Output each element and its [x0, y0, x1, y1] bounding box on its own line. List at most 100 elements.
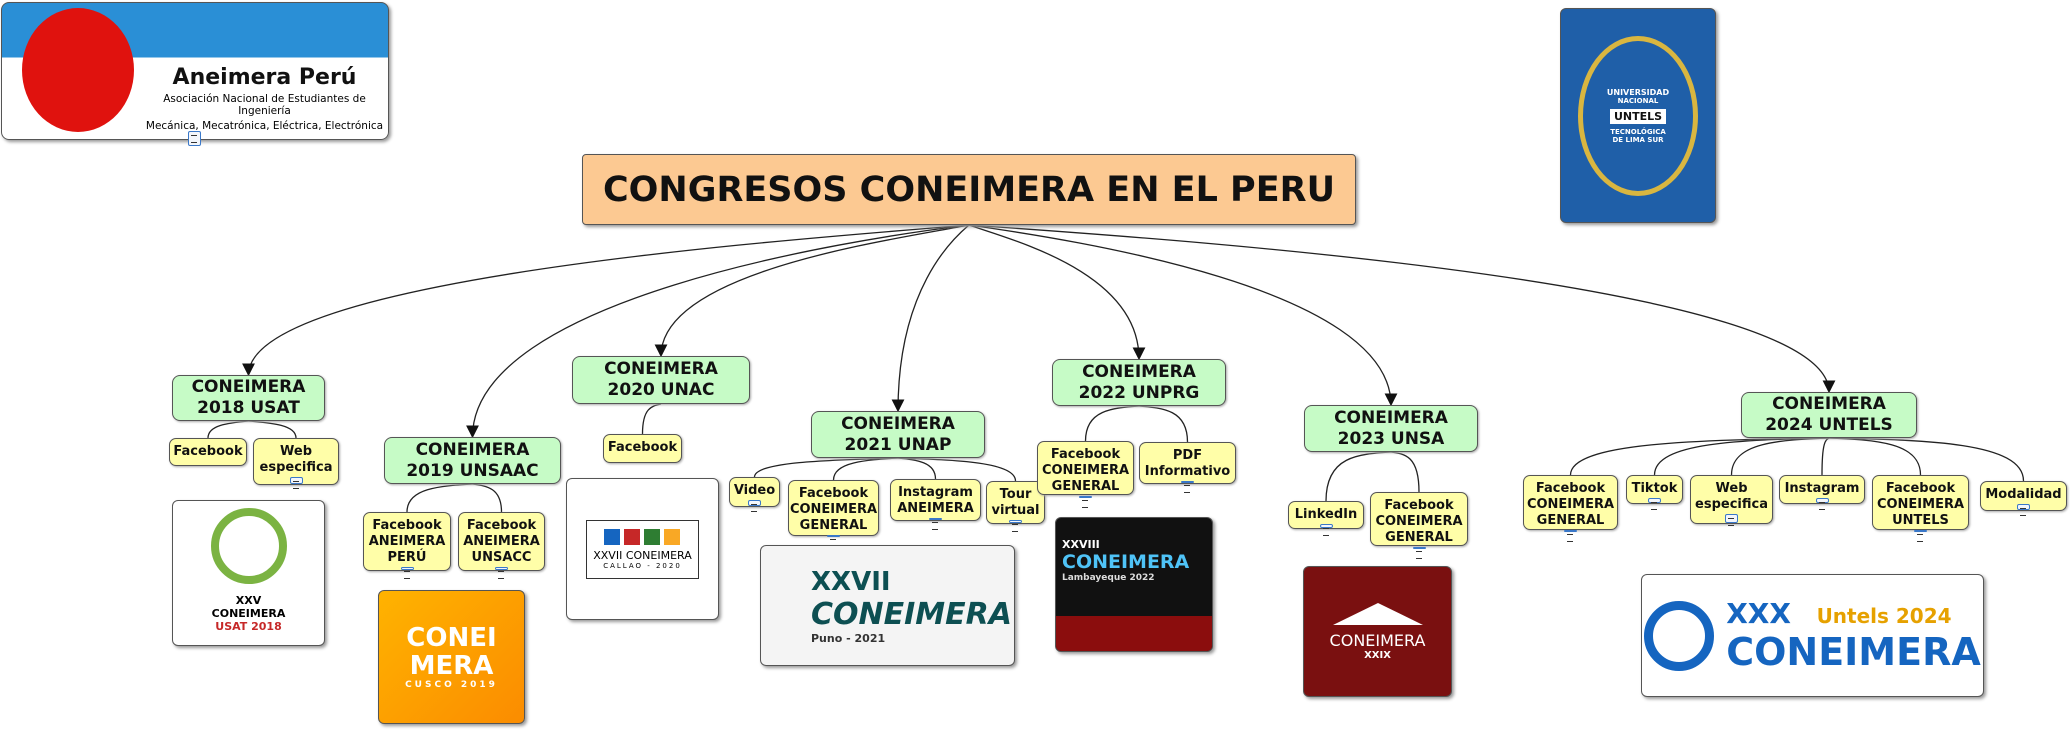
leaf-facebook[interactable]: Facebook: [603, 434, 682, 463]
leaf-facebook-coneimera-general[interactable]: Facebook CONEIMERA GENERAL: [788, 480, 879, 547]
crest-center: UNTELS: [1609, 108, 1667, 124]
image-2024-logo: XXX Untels 2024 CONEIMERA: [1641, 574, 1984, 697]
connector-line: [968, 224, 1836, 394]
leaf-facebook-coneimera-general[interactable]: Facebook CONEIMERA GENERAL: [1523, 475, 1618, 542]
connector-line: [1821, 437, 1830, 476]
image-text: XXIX: [1364, 649, 1391, 661]
connector-line: [654, 224, 970, 358]
connector-line: [1828, 437, 2025, 482]
note-icon[interactable]: [495, 567, 508, 579]
image-text: Untels 2024: [1816, 604, 1952, 628]
image-text: Puno - 2021: [811, 631, 886, 645]
leaf-facebook-aneimera-unsacc[interactable]: Facebook ANEIMERA UNSACC: [458, 512, 545, 579]
note-icon[interactable]: [1412, 547, 1426, 559]
image-text: CALLAO - 2020: [603, 561, 682, 570]
image-text: XXVII: [811, 566, 891, 597]
leaf-label: Facebook CONEIMERA GENERAL: [1375, 498, 1463, 545]
connector-line: [1084, 405, 1140, 442]
leaf-video[interactable]: Video: [729, 477, 780, 512]
leaf-label: Facebook CONEIMERA GENERAL: [1526, 481, 1615, 528]
image-text: CUSCO 2019: [405, 680, 498, 690]
note-icon[interactable]: [929, 518, 942, 530]
image-2023-logo: CONEIMERA XXIX: [1303, 566, 1452, 697]
connector-line: [242, 224, 970, 377]
logo-name: Aneimera Perú: [172, 65, 357, 90]
note-icon[interactable]: [748, 500, 761, 512]
image-2018-logo: XXV CONEIMERA USAT 2018: [172, 500, 325, 646]
leaf-modalidad[interactable]: Modalidad: [1980, 481, 2067, 516]
topic-2019-unsaac[interactable]: CONEIMERA 2019 UNSAAC: [384, 437, 561, 484]
connector-line: [406, 483, 473, 513]
leaf-facebook-aneimera-peru[interactable]: Facebook ANEIMERA PERÚ: [363, 512, 451, 579]
note-icon[interactable]: [1079, 496, 1092, 508]
note-icon[interactable]: [2017, 504, 2030, 516]
leaf-label: Facebook ANEIMERA PERÚ: [368, 518, 446, 565]
leaf-facebook-coneimera-general[interactable]: Facebook CONEIMERA GENERAL: [1370, 492, 1468, 559]
image-text: Lambayeque 2022: [1062, 573, 1155, 583]
connector-line: [897, 457, 937, 480]
crest-bottom: TECNOLÓGICA: [1610, 127, 1666, 136]
topic-2021-unap[interactable]: CONEIMERA 2021 UNAP: [811, 411, 985, 458]
image-text: CONEIMERA: [811, 596, 1012, 632]
leaf-web-especifica[interactable]: Web especifica: [1690, 475, 1773, 526]
connector-line: [832, 457, 899, 481]
connector-line: [466, 224, 970, 439]
note-icon[interactable]: [1914, 530, 1927, 542]
connector-line: [1653, 437, 1830, 476]
note-icon[interactable]: [1319, 524, 1333, 536]
leaf-label: Instagram: [1784, 481, 1860, 496]
leaf-instagram-aneimera[interactable]: Instagram ANEIMERA: [890, 479, 981, 530]
leaf-facebook-coneimera-general[interactable]: Facebook CONEIMERA GENERAL: [1037, 441, 1134, 508]
note-icon[interactable]: [1009, 520, 1022, 532]
note-icon[interactable]: [1181, 481, 1194, 493]
topic-2020-unac[interactable]: CONEIMERA 2020 UNAC: [572, 356, 750, 404]
image-text: CONEIMERA: [1062, 551, 1190, 573]
leaf-label: Tour virtual: [991, 487, 1040, 518]
leaf-label: Facebook: [607, 440, 678, 455]
connector-line: [897, 457, 1017, 482]
leaf-tour-virtual[interactable]: Tour virtual: [986, 481, 1045, 532]
logo-line2: Mecánica, Mecatrónica, Eléctrica, Electr…: [145, 120, 384, 132]
note-icon[interactable]: [289, 477, 303, 489]
central-topic[interactable]: CONGRESOS CONEIMERA EN EL PERU: [582, 154, 1356, 225]
crest-left: NACIONAL: [1617, 96, 1659, 105]
leaf-label: Facebook: [173, 444, 243, 459]
leaf-label: Modalidad: [1985, 487, 2062, 502]
note-icon[interactable]: [1564, 530, 1577, 542]
image-text: USAT 2018: [215, 620, 282, 633]
connector-line: [753, 457, 899, 478]
topic-2022-unprg[interactable]: CONEIMERA 2022 UNPRG: [1052, 359, 1226, 406]
leaf-label: Facebook CONEIMERA GENERAL: [1041, 447, 1130, 494]
topic-2024-untels[interactable]: CONEIMERA 2024 UNTELS: [1741, 392, 1917, 438]
note-icon[interactable]: [1815, 498, 1829, 510]
leaf-pdf-informativo[interactable]: PDF Informativo: [1139, 442, 1236, 493]
topic-2023-unsa[interactable]: CONEIMERA 2023 UNSA: [1304, 405, 1478, 452]
connector-line: [248, 420, 297, 439]
image-2020-logo: XXVII CONEIMERA CALLAO - 2020: [566, 478, 719, 620]
leaf-web-especifica[interactable]: Web especifica: [253, 438, 339, 489]
leaf-instagram[interactable]: Instagram: [1779, 475, 1865, 510]
image-text: CONEIMERA: [1726, 630, 1981, 674]
leaf-facebook-coneimera-untels[interactable]: Facebook CONEIMERA UNTELS: [1872, 475, 1969, 542]
leaf-linkedin[interactable]: LinkedIn: [1288, 501, 1364, 536]
note-icon[interactable]: [827, 535, 840, 547]
connector-line: [968, 224, 1398, 407]
leaf-tiktok[interactable]: Tiktok: [1626, 475, 1683, 510]
note-icon[interactable]: [1725, 514, 1738, 526]
connector-line: [1828, 437, 1922, 476]
note-icon[interactable]: [188, 131, 201, 146]
leaf-label: Video: [733, 483, 776, 498]
note-icon[interactable]: [400, 567, 414, 579]
connector-line: [641, 403, 662, 435]
connector-line: [207, 420, 249, 439]
crest-top: UNIVERSIDAD: [1606, 87, 1670, 97]
leaf-label: Web especifica: [1695, 481, 1768, 512]
leaf-facebook[interactable]: Facebook: [169, 438, 247, 466]
leaf-label: Tiktok: [1631, 481, 1678, 496]
topic-2018-usat[interactable]: CONEIMERA 2018 USAT: [172, 375, 325, 421]
note-icon[interactable]: [1648, 498, 1661, 510]
connector-line: [1390, 451, 1420, 493]
connector-line: [472, 483, 503, 513]
connector-line: [891, 224, 970, 413]
